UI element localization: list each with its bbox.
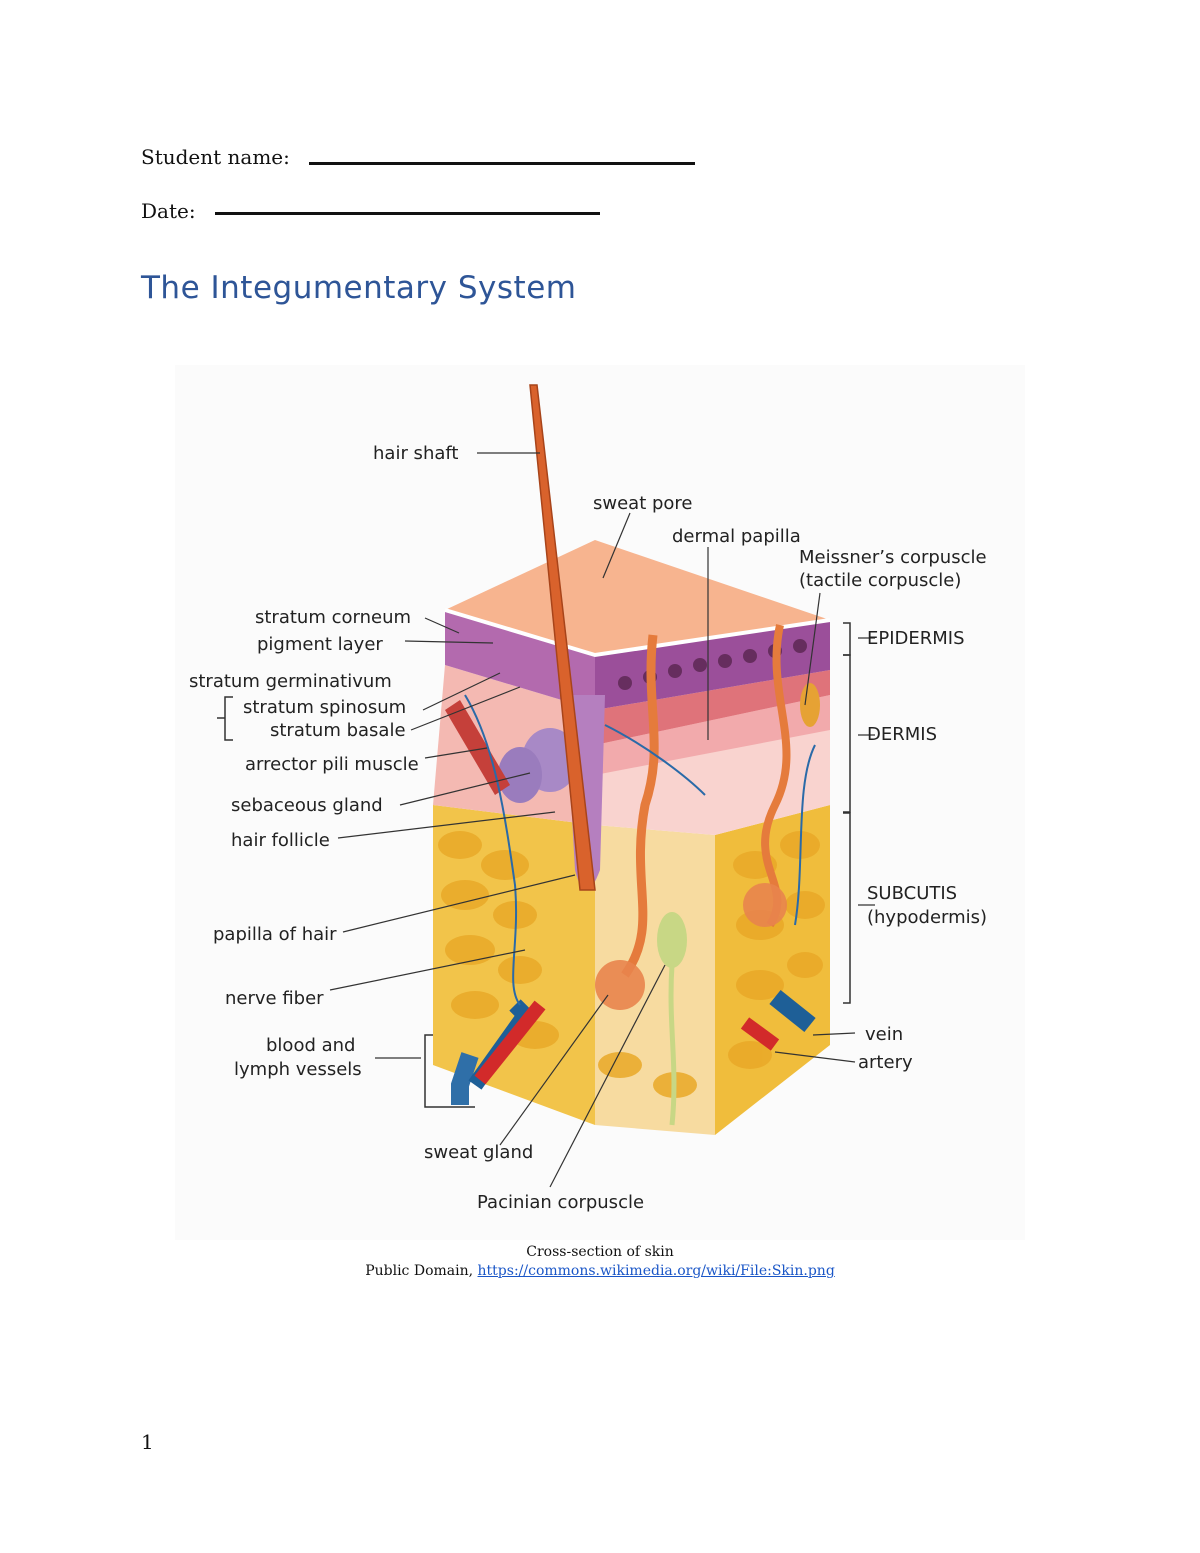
page-title: The Integumentary System: [141, 270, 577, 306]
vein-left-illustration: [451, 1052, 479, 1105]
label-vessels-2: lymph vessels: [234, 1059, 362, 1080]
label-papilla-of-hair: papilla of hair: [213, 924, 337, 945]
skin-cross-section-diagram: hair shaft sweat pore dermal papilla Mei…: [175, 365, 1025, 1240]
label-meissner-2: (tactile corpuscle): [799, 570, 961, 591]
label-subcutis-2: (hypodermis): [867, 907, 987, 928]
credit-prefix: Public Domain,: [365, 1263, 478, 1279]
figure-caption: Cross-section of skin: [526, 1244, 674, 1260]
credit-link[interactable]: https://commons.wikimedia.org/wiki/File:…: [477, 1263, 835, 1279]
label-sweat-gland: sweat gland: [424, 1142, 533, 1163]
sweat-gland-coil: [595, 960, 645, 1010]
label-sweat-pore: sweat pore: [593, 493, 693, 514]
label-hair-shaft: hair shaft: [373, 443, 458, 464]
hair-shaft-illustration: [529, 384, 596, 891]
label-stratum-basale: stratum basale: [270, 720, 406, 741]
layer-brackets: [217, 622, 851, 1108]
sweat-duct-left: [621, 634, 659, 978]
page-number: 1: [141, 1430, 154, 1454]
label-hair-follicle: hair follicle: [231, 830, 330, 851]
label-arrector-pili: arrector pili muscle: [245, 754, 419, 775]
label-stratum-corneum: stratum corneum: [255, 607, 411, 628]
label-stratum-spinosum: stratum spinosum: [243, 697, 406, 718]
artery-left-illustration: [474, 1000, 546, 1085]
label-epidermis: EPIDERMIS: [867, 628, 965, 649]
pacinian-corpuscle-illustration: [657, 912, 687, 968]
label-nerve-fiber: nerve fiber: [225, 988, 324, 1009]
label-pacinian: Pacinian corpuscle: [477, 1192, 644, 1213]
label-pigment-layer: pigment layer: [257, 634, 383, 655]
label-dermis: DERMIS: [867, 724, 937, 745]
label-subcutis-1: SUBCUTIS: [867, 883, 957, 904]
meissner-corpuscle-illustration: [800, 683, 820, 727]
label-vessels-1: blood and: [266, 1035, 355, 1056]
vein-right-illustration: [769, 989, 816, 1033]
label-meissner-1: Meissner’s corpuscle: [799, 547, 987, 568]
label-dermal-papilla: dermal papilla: [672, 526, 801, 547]
label-sebaceous-gland: sebaceous gland: [231, 795, 383, 816]
label-vein: vein: [865, 1024, 903, 1045]
label-artery: artery: [858, 1052, 913, 1073]
date-line[interactable]: [215, 212, 600, 215]
label-stratum-germinativum: stratum germinativum: [189, 671, 392, 692]
student-name-label: Student name:: [141, 145, 290, 169]
student-name-line[interactable]: [309, 162, 695, 165]
artery-right-illustration: [740, 1017, 780, 1051]
date-label: Date:: [141, 199, 196, 223]
figure-credit: Public Domain, https://commons.wikimedia…: [0, 1263, 1200, 1279]
